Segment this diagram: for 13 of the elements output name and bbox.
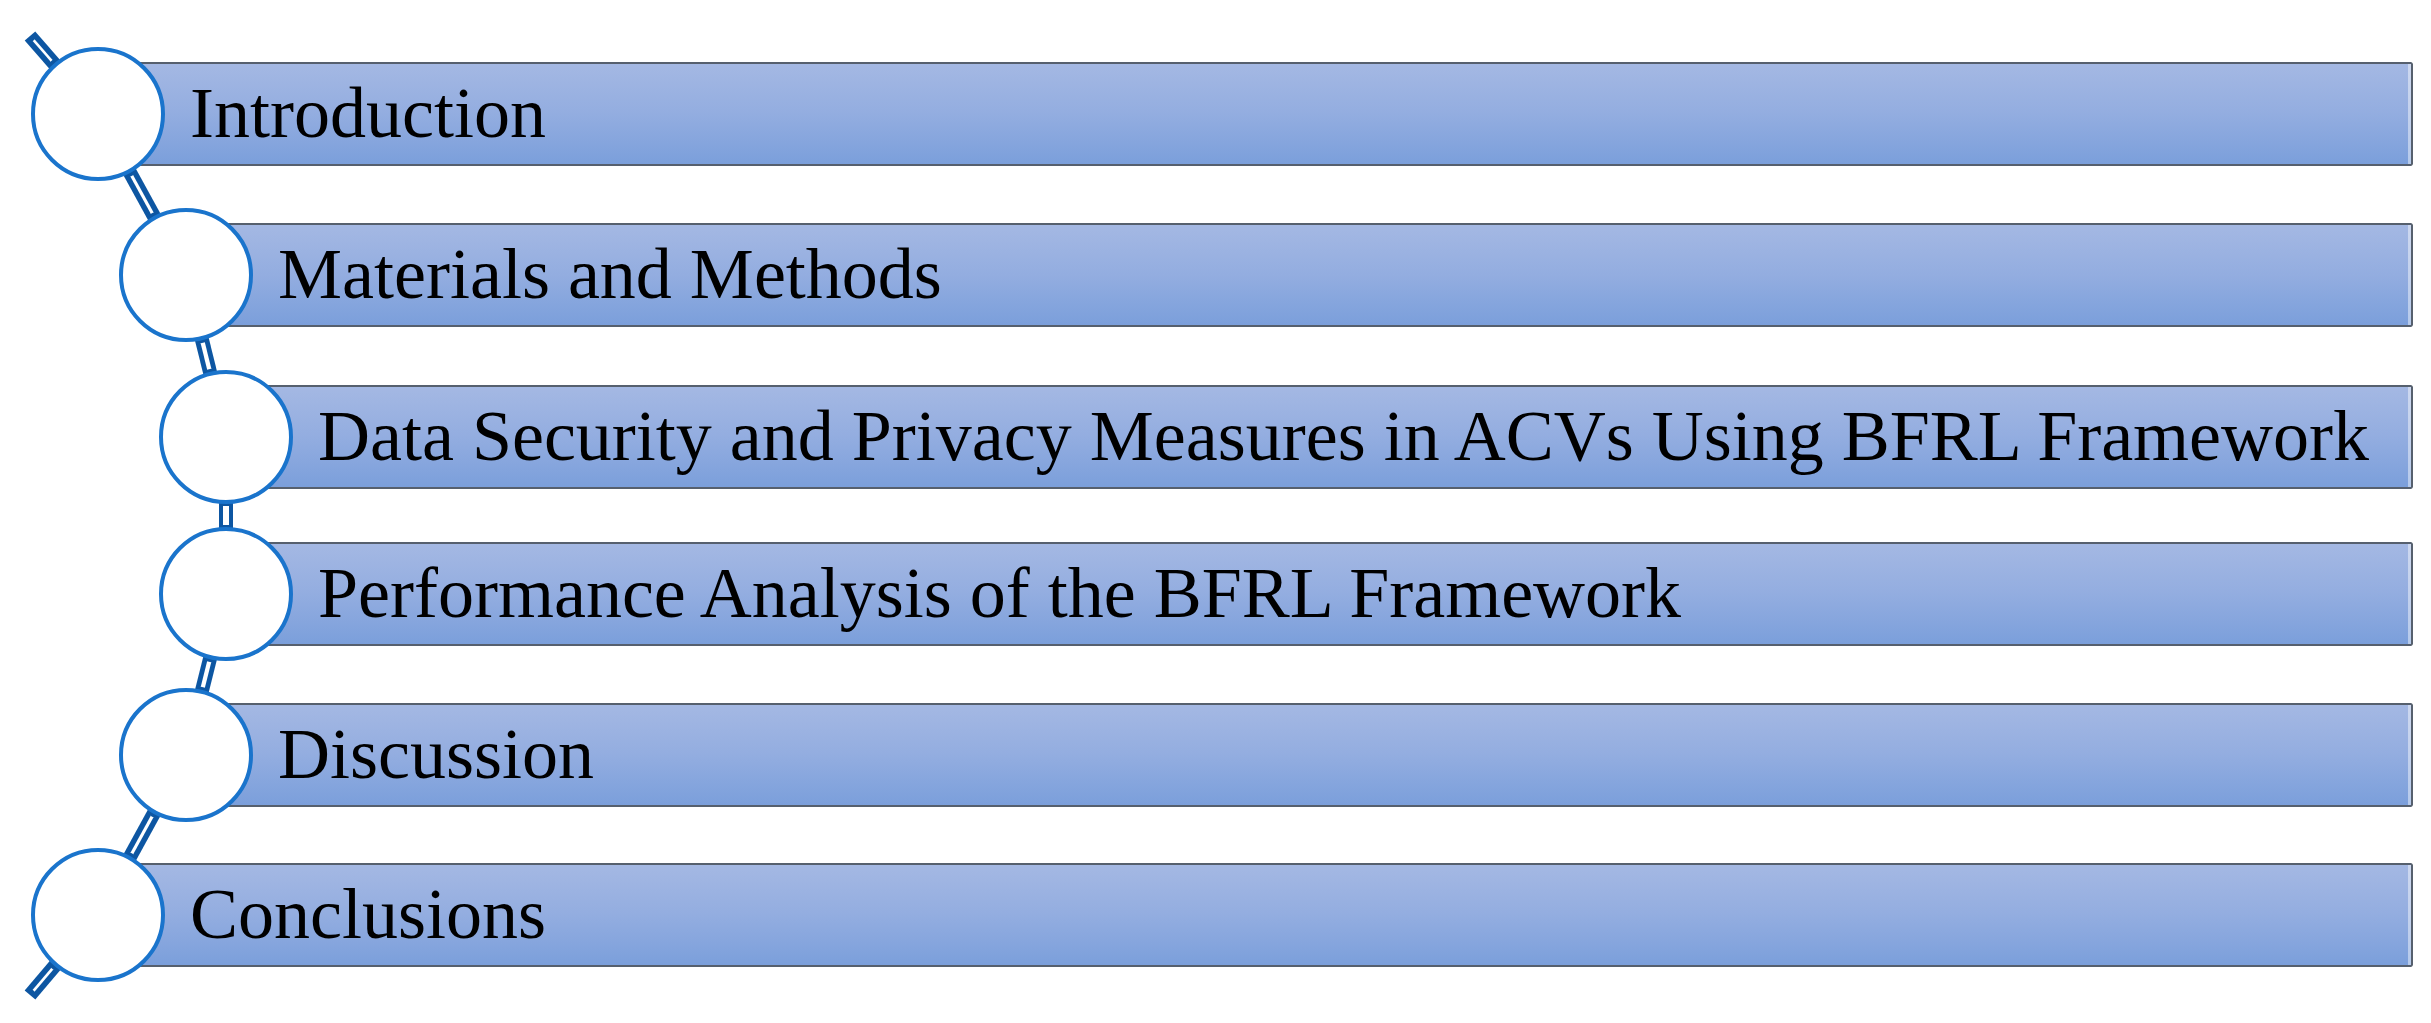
section-title: Conclusions xyxy=(190,875,547,955)
section-title: Data Security and Privacy Measures in ACVs Using BFRL Framework xyxy=(318,397,2370,477)
section-title: Discussion xyxy=(278,715,595,795)
double-line-connector xyxy=(24,960,62,1000)
section-title: Materials and Methods xyxy=(278,235,942,315)
double-line-connector xyxy=(194,655,218,694)
double-line-connector xyxy=(123,167,161,222)
section-title: Introduction xyxy=(190,74,546,154)
double-line-connector xyxy=(194,336,218,376)
section-title: Performance Analysis of the BFRL Framework xyxy=(318,554,1682,634)
double-line-connector xyxy=(123,808,161,862)
double-line-connector xyxy=(24,31,61,70)
double-line-connector xyxy=(219,502,233,529)
